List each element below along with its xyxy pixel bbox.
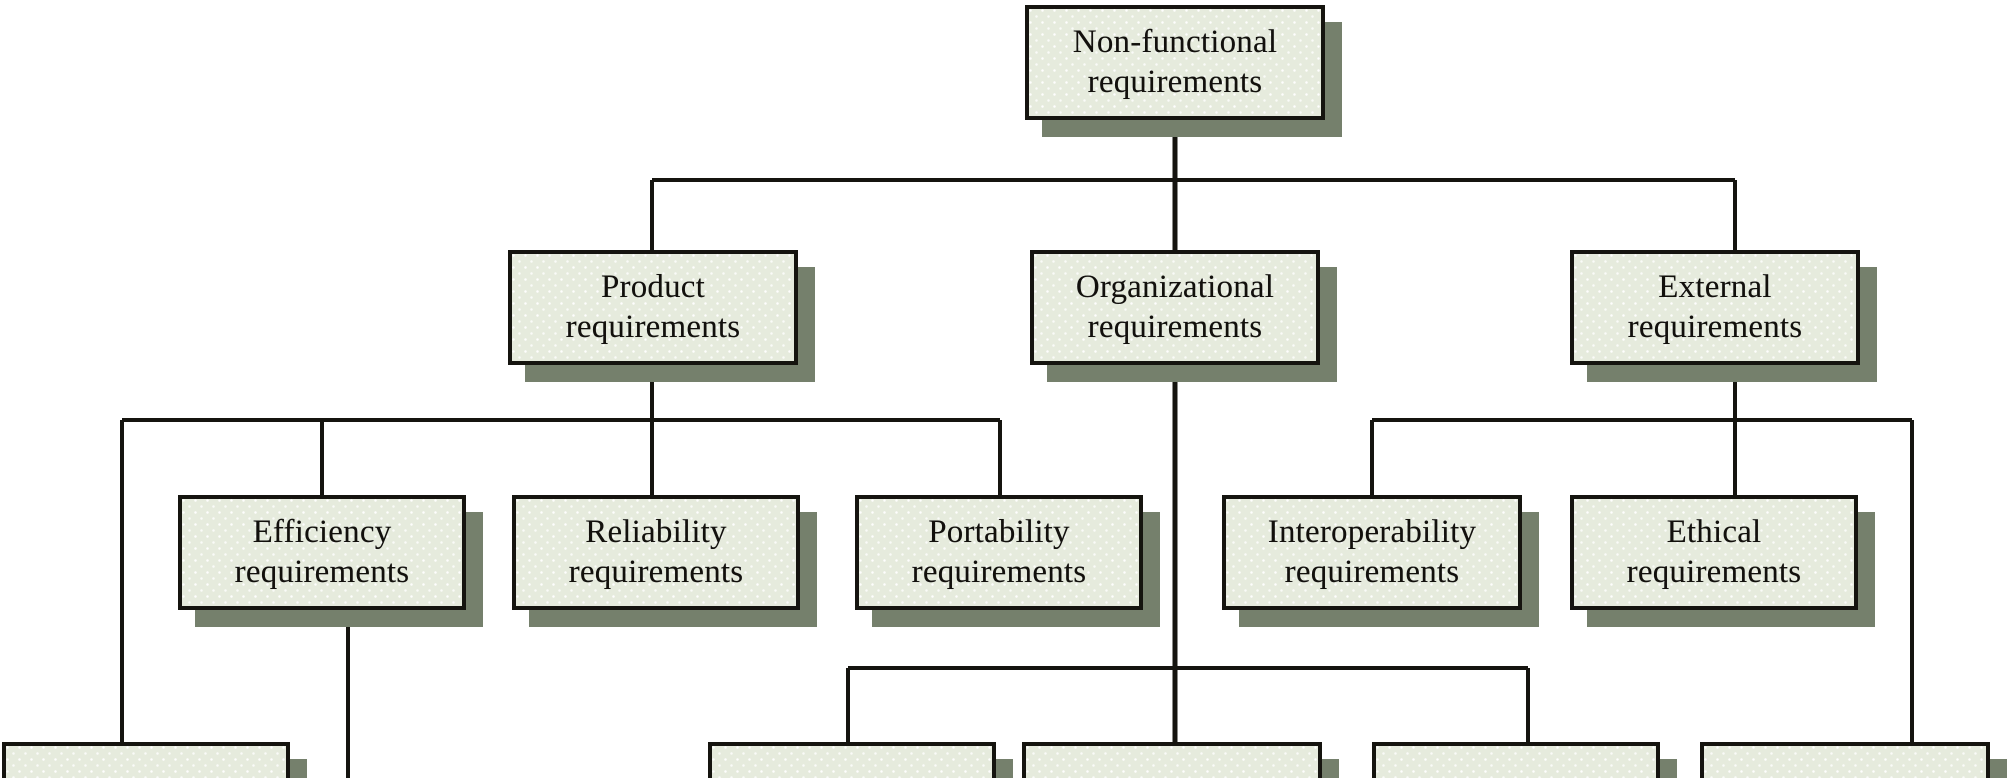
node-face: Ethical requirements: [1570, 495, 1858, 610]
node-face: Efficiency requirements: [178, 495, 466, 610]
node-implementation[interactable]: Implementation: [1022, 742, 1339, 778]
node-face: Portability requirements: [855, 495, 1143, 610]
node-ethical-requirements[interactable]: Ethical requirements: [1570, 495, 1875, 627]
node-face: Interoperability requirements: [1222, 495, 1522, 610]
node-face: Reliability requirements: [512, 495, 800, 610]
node-interoperability-requirements[interactable]: Interoperability requirements: [1222, 495, 1539, 627]
node-standards[interactable]: Standards: [1372, 742, 1677, 778]
node-portability-requirements[interactable]: Portability requirements: [855, 495, 1160, 627]
node-face: Non-functional requirements: [1025, 5, 1325, 120]
node-face: Usability: [2, 742, 290, 778]
node-external-requirements[interactable]: External requirements: [1570, 250, 1877, 382]
node-face: Legislative: [1700, 742, 1990, 778]
node-delivery[interactable]: Delivery: [708, 742, 1013, 778]
node-face: Organizational requirements: [1030, 250, 1320, 365]
node-label: Non-functional requirements: [1072, 23, 1278, 100]
node-face: Standards: [1372, 742, 1660, 778]
node-usability[interactable]: Usability: [2, 742, 307, 778]
node-label: Portability requirements: [911, 513, 1087, 590]
node-label: External requirements: [1627, 268, 1803, 345]
node-label: Ethical requirements: [1626, 513, 1802, 590]
node-label: Product requirements: [565, 268, 741, 345]
node-label: Efficiency requirements: [234, 513, 410, 590]
node-product-requirements[interactable]: Product requirements: [508, 250, 815, 382]
node-face: Product requirements: [508, 250, 798, 365]
node-label: Organizational requirements: [1075, 268, 1275, 345]
node-efficiency-requirements[interactable]: Efficiency requirements: [178, 495, 483, 627]
node-face: Delivery: [708, 742, 996, 778]
node-non-functional-requirements[interactable]: Non-functional requirements: [1025, 5, 1342, 137]
node-label: Interoperability requirements: [1267, 513, 1477, 590]
node-reliability-requirements[interactable]: Reliability requirements: [512, 495, 817, 627]
node-face: Implementation: [1022, 742, 1322, 778]
node-face: External requirements: [1570, 250, 1860, 365]
node-label: Reliability requirements: [568, 513, 744, 590]
node-organizational-requirements[interactable]: Organizational requirements: [1030, 250, 1337, 382]
node-legislative[interactable]: Legislative: [1700, 742, 2007, 778]
